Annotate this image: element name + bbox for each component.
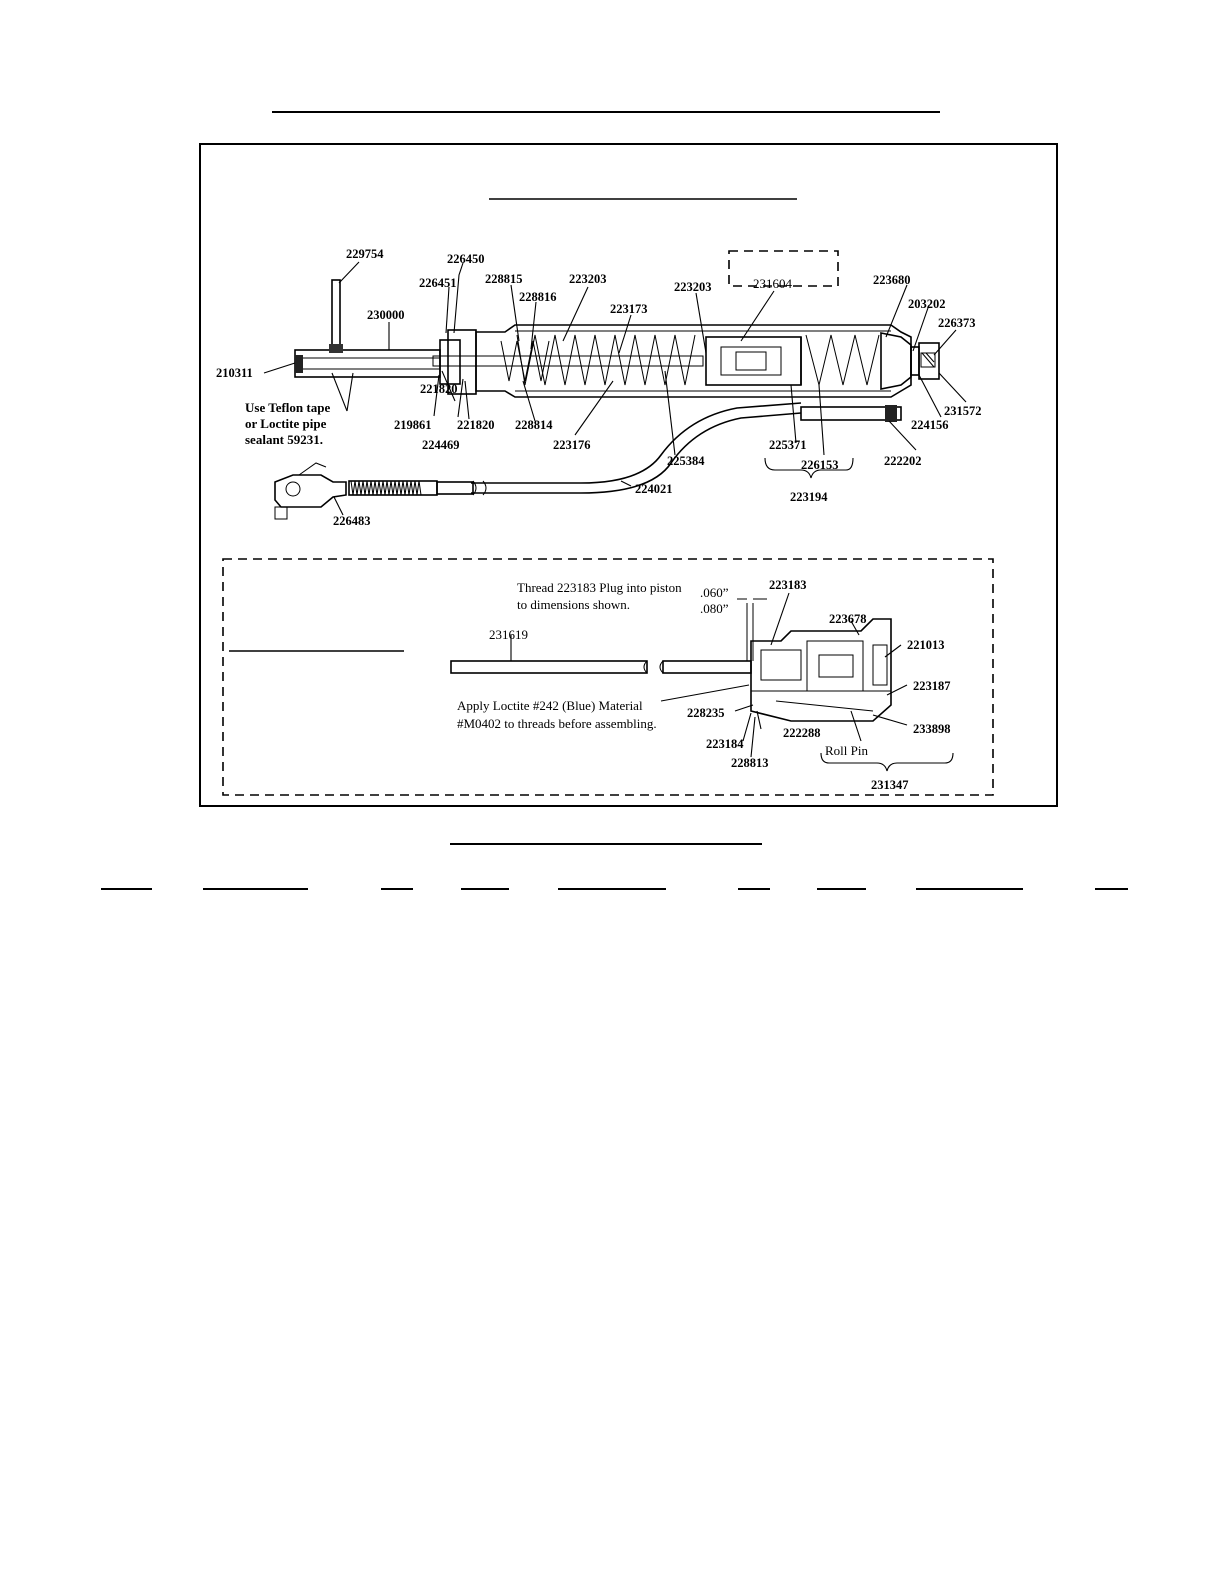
label-228813: 228813 [731,756,769,770]
svg-text:sealant 59231.: sealant 59231. [245,432,323,447]
label-228816: 228816 [519,290,557,304]
label-roll-pin: Roll Pin [825,743,868,758]
svg-text:or Loctite pipe: or Loctite pipe [245,416,327,431]
label-226483: 226483 [333,514,371,528]
label-222288: 222288 [783,726,821,740]
parts-list-title-rule [450,843,762,845]
label-229754: 229754 [346,247,384,261]
label-219861: 219861 [394,418,432,432]
column-rule-2 [203,888,308,890]
label-223678: 223678 [829,612,867,626]
label-221820-upper: 221820 [420,382,458,396]
label-222202: 222202 [884,454,922,468]
label-226373: 226373 [938,316,976,330]
thread-note-line1: Thread 223183 Plug into piston [517,580,682,595]
column-rule-8 [916,888,1023,890]
label-221013: 221013 [907,638,945,652]
loctite-note-line2: #M0402 to threads before assembling. [457,716,657,731]
label-224021: 224021 [635,482,673,496]
piston-detail [450,598,892,722]
label-231572: 231572 [944,404,982,418]
label-228814: 228814 [515,418,553,432]
part-labels: 229754 226450 226451 228815 228816 22320… [216,247,982,528]
column-rule-5 [558,888,666,890]
inset-labels: 223183 223678 221013 223187 233898 23161… [489,578,951,792]
label-226450: 226450 [447,252,485,266]
label-228815: 228815 [485,272,523,286]
column-rule-1 [101,888,152,890]
label-225371: 225371 [769,438,807,452]
column-rule-6 [738,888,770,890]
leader-lines [263,261,967,516]
label-233898: 233898 [913,722,951,736]
column-rule-7 [817,888,866,890]
label-228235: 228235 [687,706,725,720]
label-223203-right: 223203 [674,280,712,294]
label-230000: 230000 [367,308,405,322]
column-rule-3 [381,888,413,890]
label-231604: 231604 [753,276,793,291]
grease-gun-body [274,279,940,520]
label-223183: 223183 [769,578,807,592]
label-226451: 226451 [419,276,457,290]
label-226153: 226153 [801,458,839,472]
inset-leader-lines [510,592,954,772]
label-224156: 224156 [911,418,949,432]
label-223194: 223194 [790,490,828,504]
dimension-080: .080” [700,601,729,616]
label-224469: 224469 [422,438,460,452]
piston-detail-inset [222,558,994,796]
label-225384: 225384 [667,454,705,468]
label-223184: 223184 [706,737,744,751]
label-221820-lower: 221820 [457,418,495,432]
label-210311: 210311 [216,366,253,380]
label-231347: 231347 [871,778,909,792]
column-rule-4 [461,888,509,890]
parts-diagram: 229754 226450 226451 228815 228816 22320… [216,198,994,796]
label-203202: 203202 [908,297,946,311]
svg-text:Use Teflon tape: Use Teflon tape [245,400,330,415]
loctite-note-line1: Apply Loctite #242 (Blue) Material [457,698,643,713]
label-223176: 223176 [553,438,591,452]
label-223173: 223173 [610,302,648,316]
thread-note-line2: to dimensions shown. [517,597,630,612]
teflon-note: Use Teflon tape or Loctite pipe sealant … [245,400,330,447]
label-231619: 231619 [489,627,528,642]
label-223187: 223187 [913,679,951,693]
label-223203-left: 223203 [569,272,607,286]
inset-notes: Thread 223183 Plug into piston to dimens… [457,580,729,731]
exploded-view-figure: 229754 226450 226451 228815 228816 22320… [199,143,1058,807]
label-223680: 223680 [873,273,911,287]
callout-box [728,250,839,287]
column-rule-9 [1095,888,1128,890]
dimension-060: .060” [700,585,729,600]
page-title-rule [272,111,940,113]
